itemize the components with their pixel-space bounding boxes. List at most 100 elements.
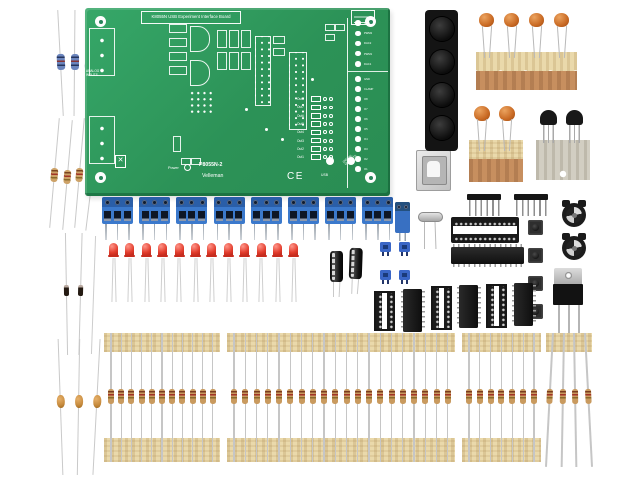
- screw-icon: [375, 199, 381, 205]
- resistor-body: [148, 389, 155, 404]
- socket-pin-column: [488, 286, 494, 326]
- pcb-board: K8055N USB Experiment Interface Board AN…: [85, 8, 390, 196]
- terminal-footprint: [89, 28, 115, 76]
- screw-icon: [274, 199, 280, 205]
- resistor-body: [411, 389, 417, 404]
- diode-body: [63, 284, 70, 297]
- terminal-body: [362, 197, 394, 224]
- terminal-screws: [250, 197, 282, 207]
- ic-footprint: [255, 36, 271, 106]
- screw-terminal-row: [102, 197, 394, 240]
- wire-clamp: [198, 211, 206, 221]
- resistor-body: [74, 167, 83, 183]
- lead-wire: [225, 257, 229, 303]
- model-number: P8055N-2: [199, 162, 223, 168]
- ceramic-capacitors-taped-small: [469, 106, 523, 182]
- pin: [277, 224, 279, 240]
- resistor-footprint: [169, 38, 187, 47]
- screw-terminal-block: [287, 197, 319, 240]
- screw-terminal-block: [213, 197, 245, 240]
- terminal-row: GND: [348, 18, 388, 28]
- rubber-foot: [429, 17, 454, 41]
- screw-icon: [199, 199, 205, 205]
- screw-icon: [141, 199, 147, 205]
- pin-header: [514, 194, 548, 217]
- wire-clamp: [290, 211, 298, 221]
- trimmer-potentiometer: [561, 233, 587, 260]
- terminal-pad: [355, 61, 361, 67]
- resistor-body: [209, 389, 216, 404]
- power-led-footprint: [184, 164, 191, 171]
- wire-clamp: [160, 211, 168, 221]
- taped-resistor: [530, 333, 538, 462]
- lead-wire: [356, 279, 360, 295]
- jumper: [399, 270, 410, 284]
- screw-icon: [263, 199, 269, 205]
- small-capacitors-loose: [56, 339, 102, 476]
- screw-icon: [104, 199, 110, 205]
- resistor-footprint: [311, 112, 321, 119]
- capacitor-footprint: [217, 30, 227, 48]
- terminal-pad: [355, 40, 361, 47]
- terminal-label: PWM1: [363, 51, 372, 56]
- terminal-pad: [355, 20, 361, 26]
- led-footprint: [323, 147, 327, 151]
- blue-resistor: [53, 10, 68, 116]
- taped-resistor: [275, 333, 283, 462]
- resistor-body: [487, 389, 494, 404]
- header-pins: [515, 200, 547, 216]
- terminal-label: O7: [363, 107, 368, 111]
- header-plastic: [467, 194, 501, 200]
- capacitor-footprint: [241, 52, 251, 70]
- led-footprint: [323, 130, 327, 135]
- pcb-output-row: Out4: [297, 128, 347, 136]
- pcb-output-label: Out3: [297, 138, 304, 143]
- wire-clamp: [272, 211, 280, 221]
- terminal-pins: [179, 224, 205, 240]
- resistor-body: [422, 389, 429, 404]
- divider: [348, 70, 388, 72]
- jumper-shunts: [380, 242, 411, 284]
- taped-resistor: [388, 333, 396, 462]
- resistor-body: [546, 388, 554, 405]
- taped-resistor: [158, 333, 166, 462]
- pin: [105, 224, 107, 240]
- lead-wire: [261, 257, 264, 303]
- resistor-body: [559, 388, 566, 405]
- capacitor-disc: [504, 13, 519, 27]
- taped-resistor: [199, 333, 207, 462]
- diode-body: [77, 284, 84, 297]
- pin: [339, 224, 342, 240]
- jumper: [380, 242, 391, 256]
- pad: [326, 157, 334, 165]
- taped-resistor: [178, 333, 186, 462]
- taped-resistor: [465, 333, 473, 462]
- terminal-pad: [355, 86, 361, 92]
- lead-wire: [275, 257, 278, 303]
- terminal-row: O3: [348, 144, 388, 154]
- screw-icon: [236, 199, 242, 205]
- taped-resistor: [127, 333, 135, 462]
- heatsink-tab: [554, 268, 582, 285]
- terminal-label: O6: [363, 117, 368, 121]
- terminal-row: O8: [348, 94, 388, 104]
- resistor-body: [231, 389, 237, 404]
- transistors-taped: [536, 108, 590, 180]
- power-label: Power: [168, 166, 179, 170]
- pin: [388, 224, 391, 240]
- taped-resistor: [433, 333, 441, 462]
- socket-pin-column: [376, 293, 382, 329]
- pcb-terminal-column: GND PWM2 DAC2 PWM1 DAC1: [347, 18, 388, 188]
- terminal-pad: [355, 146, 361, 152]
- brand-name: Velleman: [202, 173, 224, 179]
- electrolytic-capacitor: [348, 247, 363, 295]
- pin: [153, 224, 156, 240]
- terminal-screws: [102, 197, 133, 207]
- red-led: [222, 243, 234, 303]
- ceramic-capacitor: [479, 13, 494, 59]
- taped-resistor: [148, 333, 156, 462]
- pin: [377, 224, 379, 240]
- lead-wire: [130, 257, 133, 303]
- screw-icon: [364, 199, 370, 205]
- red-led: [239, 243, 251, 303]
